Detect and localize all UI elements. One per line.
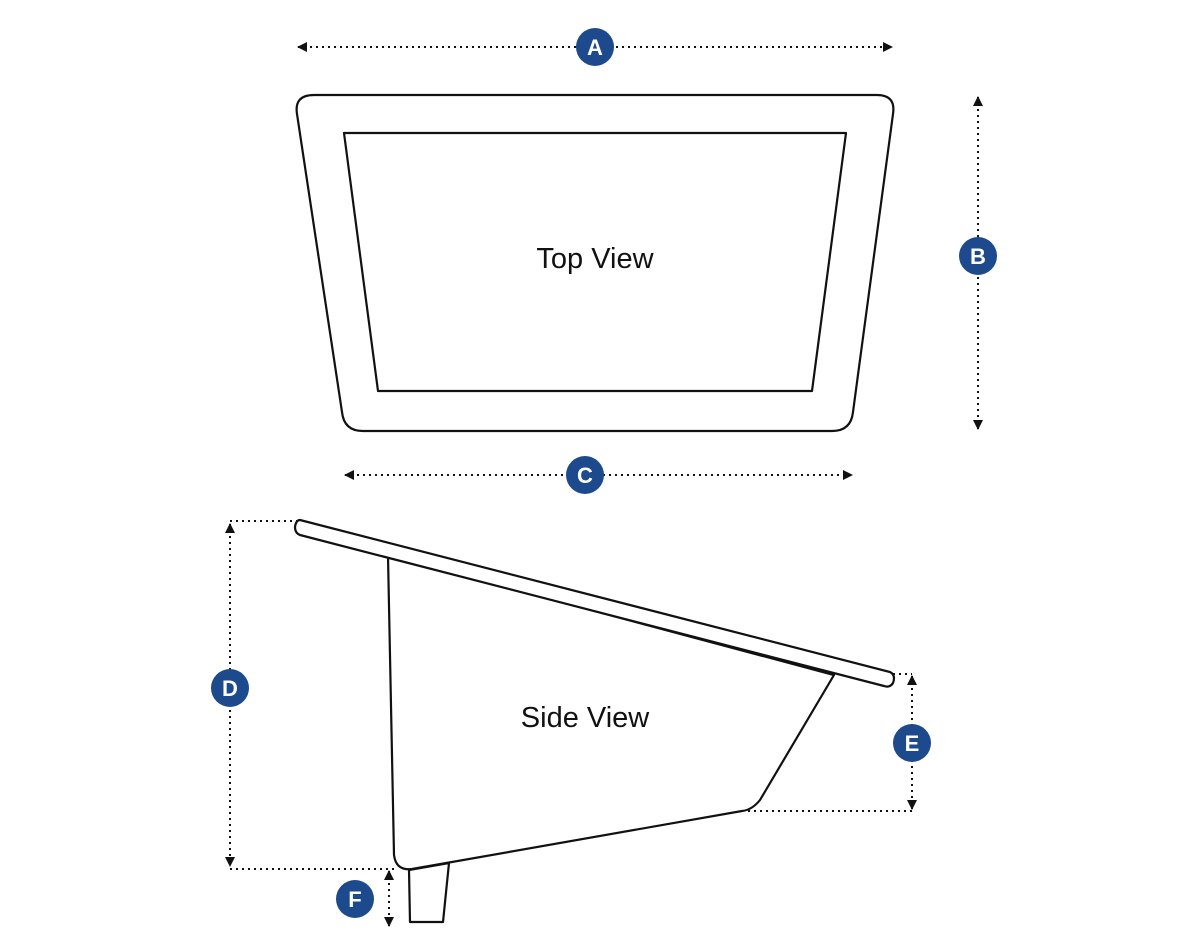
badge-e <box>893 724 931 762</box>
side-view: Side View <box>293 518 896 924</box>
badge-e-label: E <box>905 731 920 756</box>
badge-a <box>576 28 614 66</box>
dimension-a: A <box>297 28 893 66</box>
side-view-label: Side View <box>521 702 650 734</box>
badge-b-label: B <box>970 244 986 269</box>
badge-c-label: C <box>577 463 593 488</box>
dimension-d: D <box>211 520 395 870</box>
badge-c <box>566 456 604 494</box>
badge-f <box>336 880 374 918</box>
top-view: Top View <box>295 93 895 433</box>
badge-b <box>959 237 997 275</box>
badge-a-label: A <box>587 35 603 60</box>
dimension-f: F <box>336 870 394 927</box>
top-view-basin <box>342 131 848 393</box>
dimension-e: E <box>748 673 931 812</box>
badge-d <box>211 669 249 707</box>
dimension-c: C <box>344 456 853 494</box>
side-view-rim <box>293 518 896 688</box>
side-view-basin <box>386 554 836 871</box>
badge-d-label: D <box>222 676 238 701</box>
dimension-b: B <box>959 96 997 430</box>
badge-f-label: F <box>348 887 361 912</box>
side-view-drain <box>407 861 451 924</box>
top-view-label: Top View <box>536 243 654 275</box>
